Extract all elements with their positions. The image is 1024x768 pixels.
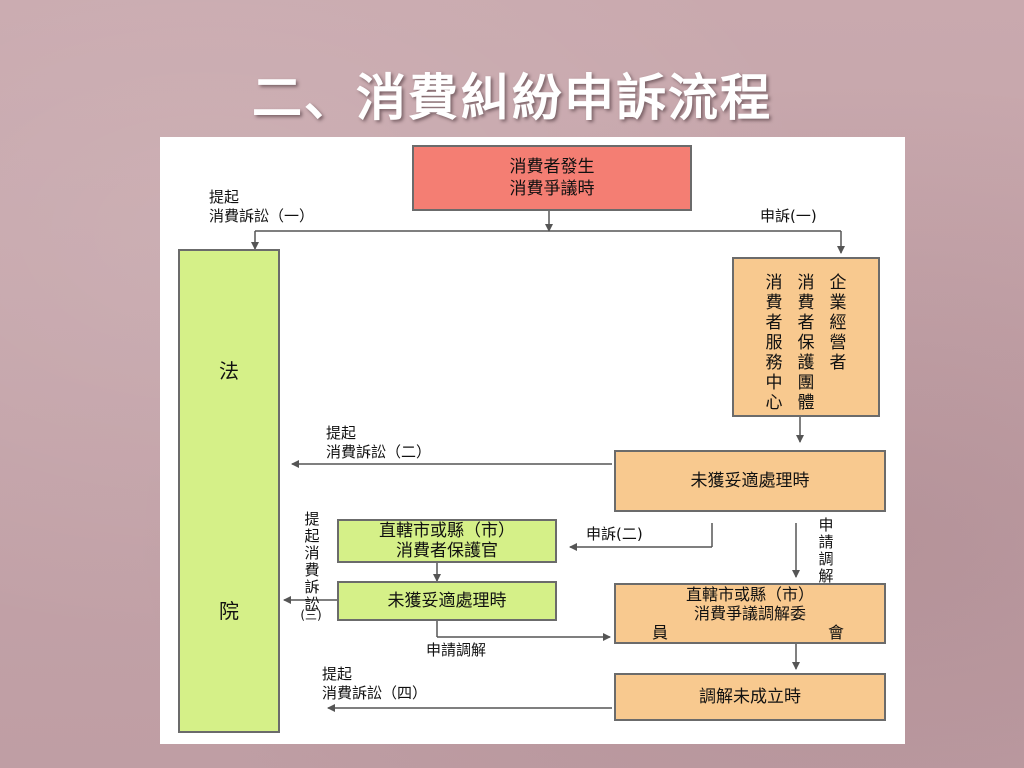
complaint2-label: 申訴(二)	[586, 525, 643, 543]
committee-line3a: 員	[652, 623, 669, 642]
committee-line3: 員 會	[616, 623, 884, 642]
lawsuit4-label-b: 消費訴訟（四）	[322, 684, 428, 702]
connector-lines	[251, 211, 845, 712]
lawsuit3-v-label: 提起消費訴訟	[304, 510, 320, 613]
lawsuit2-label-a: 提起	[326, 424, 357, 442]
court-node: 法 院	[178, 249, 280, 733]
lawsuit3-number-label: (三)	[300, 608, 322, 622]
lawsuit1-label-a: 提起	[209, 188, 240, 206]
lawsuit1-label-b: 消費訴訟（一）	[209, 207, 315, 225]
lawsuit2-label-b: 消費訴訟（二）	[326, 443, 432, 461]
protection-officer-node: 直轄市或縣（市） 消費者保護官	[337, 519, 557, 563]
committee-line3b: 會	[827, 623, 844, 642]
not-handled-2-node: 未獲妥適處理時	[337, 581, 557, 621]
page-title: 二、消費糾紛申訴流程	[252, 69, 772, 127]
apply-mediation-h-label: 申請調解	[426, 641, 487, 659]
committee-line2: 消費爭議調解委	[693, 604, 806, 623]
court-char2: 院	[219, 599, 239, 623]
org-node: 消費者服務中心 消費者保護團體 企業經營者	[732, 257, 880, 417]
officer-line2: 消費者保護官	[396, 541, 498, 561]
complaint1-label: 申訴(一)	[760, 207, 817, 225]
court-char1: 法	[219, 359, 239, 383]
org-col3: 消費者服務中心	[765, 273, 783, 413]
start-line1: 消費者發生	[509, 157, 595, 177]
committee-line1: 直轄市或縣（市）	[685, 585, 814, 604]
mediation-failed-node: 調解未成立時	[614, 673, 886, 721]
org-col1: 企業經營者	[829, 273, 847, 373]
lawsuit4-label-a: 提起	[322, 665, 353, 683]
officer-line1: 直轄市或縣（市）	[379, 521, 515, 541]
start-line2: 消費爭議時	[509, 179, 595, 199]
org-col2: 消費者保護團體	[797, 273, 815, 413]
mediation-committee-node: 直轄市或縣（市） 消費爭議調解委 員 會	[614, 583, 886, 644]
apply-mediation-v-label: 申請調解	[818, 516, 834, 585]
start-node: 消費者發生 消費爭議時	[412, 145, 692, 211]
flowchart-panel: 消費者發生 消費爭議時 法 院 提起 消費訴訟（一） 申訴(一) 消費者服務中心…	[160, 137, 905, 744]
not-handled-1-node: 未獲妥適處理時	[614, 450, 886, 512]
